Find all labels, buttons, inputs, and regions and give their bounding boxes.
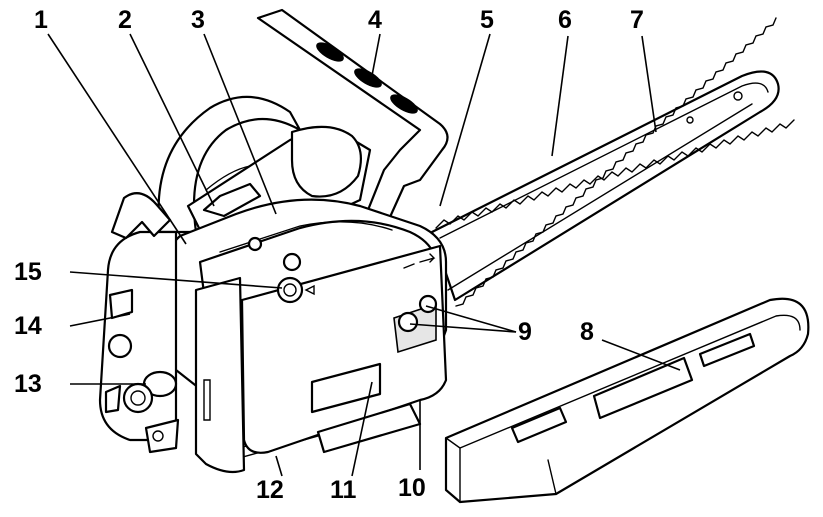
- leader-9a: [425, 305, 517, 333]
- engine-body: [162, 198, 448, 474]
- callout-3: 3: [191, 6, 205, 34]
- leader-5: [439, 33, 491, 207]
- leader-3: [203, 33, 277, 215]
- leader-9b: [409, 323, 517, 333]
- callout-4: 4: [368, 6, 382, 34]
- leader-7: [641, 35, 657, 133]
- hand-guard: [256, 8, 449, 252]
- leader-1: [47, 33, 187, 245]
- callout-1: 1: [34, 6, 48, 34]
- starter-side: [98, 192, 211, 454]
- chain-guard: [444, 297, 810, 504]
- leader-6: [551, 35, 569, 157]
- callout-13: 13: [14, 370, 42, 398]
- leader-12: [275, 455, 283, 477]
- callout-14: 14: [14, 312, 42, 340]
- callout-2: 2: [118, 6, 132, 34]
- leader-11: [351, 381, 373, 477]
- callout-6: 6: [558, 6, 572, 34]
- callout-12: 12: [256, 476, 284, 504]
- callout-8: 8: [580, 318, 594, 346]
- leader-lines: [47, 33, 681, 477]
- leader-14: [69, 313, 131, 327]
- callout-15: 15: [14, 258, 42, 286]
- callout-5: 5: [480, 6, 494, 34]
- callout-10: 10: [398, 474, 426, 502]
- leader-4: [369, 33, 381, 87]
- leader-8: [601, 339, 681, 371]
- callout-11: 11: [330, 476, 357, 504]
- top-fittings: [247, 236, 315, 304]
- callout-9: 9: [518, 318, 532, 346]
- guide-bar: [430, 17, 795, 307]
- callout-7: 7: [630, 6, 644, 34]
- leader-15: [69, 271, 283, 289]
- leader-2: [129, 33, 215, 207]
